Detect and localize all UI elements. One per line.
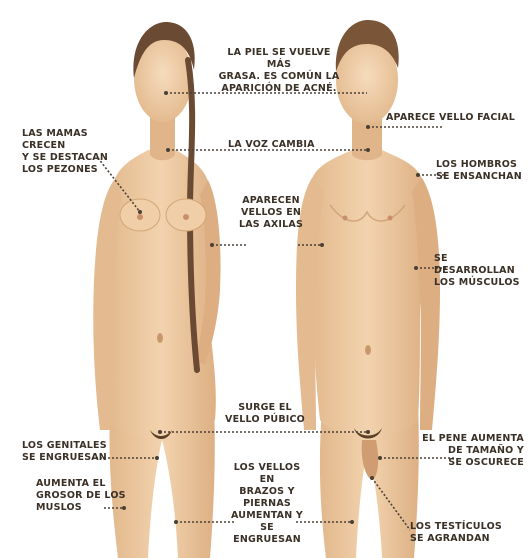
- label-genitals: LOS GENITALES SE ENGRUESAN: [22, 440, 112, 464]
- male-genitals: [362, 440, 378, 480]
- label-testicles: LOS TESTÍCULOS SE AGRANDAN: [410, 521, 510, 545]
- label-voice: LA VOZ CAMBIA: [228, 139, 328, 151]
- label-shoulders: LOS HOMBROS SE ENSANCHAN: [436, 159, 526, 183]
- label-armpits: APARECEN VELLOS EN LAS AXILAS: [236, 195, 306, 231]
- female-torso: [106, 150, 215, 439]
- label-penis: EL PENE AUMENTA DE TAMAÑO Y SE OSCURECE: [416, 433, 524, 469]
- label-oily-skin: LA PIEL SE VUELVE MÁS GRASA. ES COMÚN LA…: [214, 47, 344, 95]
- male-figure: [296, 20, 440, 558]
- male-torso: [309, 150, 426, 437]
- female-navel: [157, 333, 163, 343]
- label-breasts: LAS MAMAS CRECEN Y SE DESTACAN LOS PEZON…: [22, 128, 122, 176]
- label-pubic-hair: SURGE EL VELLO PÚBICO: [225, 402, 305, 426]
- label-thighs: AUMENTA EL GROSOR DE LOS MUSLOS: [36, 478, 136, 514]
- label-muscles: SE DESARROLLAN LOS MÚSCULOS: [434, 253, 524, 289]
- label-facial-hair: APARECE VELLO FACIAL: [386, 112, 516, 124]
- label-arm-leg-hair: LOS VELLOS EN BRAZOS Y PIERNAS AUMENTAN …: [228, 462, 306, 546]
- male-navel: [365, 345, 371, 355]
